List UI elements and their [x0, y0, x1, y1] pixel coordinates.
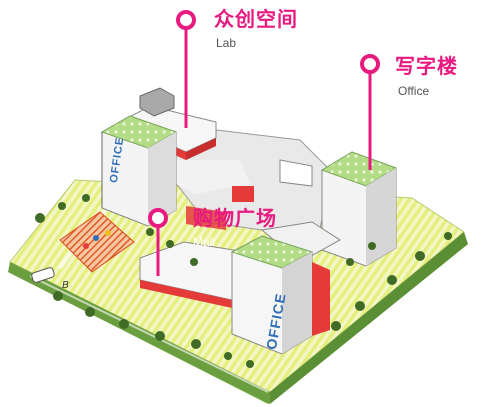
- left-office-tower: [100, 115, 178, 227]
- mall-title: 购物广场: [193, 206, 277, 230]
- ground-letter-mark: B: [62, 280, 69, 291]
- trees: [35, 194, 452, 368]
- lab-subtitle: Lab: [216, 36, 237, 50]
- right-office-tower: [320, 151, 398, 267]
- mall-subtitle: Mall: [193, 235, 216, 249]
- lab-callout-pin: [176, 10, 196, 128]
- car-icon: [31, 267, 55, 283]
- office-title: 写字楼: [395, 54, 458, 78]
- office-subtitle: Office: [398, 84, 430, 98]
- lab-title: 众创空间: [214, 7, 298, 31]
- front-office-tower: [230, 235, 330, 355]
- office-callout-pin: [360, 54, 380, 170]
- mall-callout-pin: [148, 208, 168, 276]
- playground: [59, 211, 135, 273]
